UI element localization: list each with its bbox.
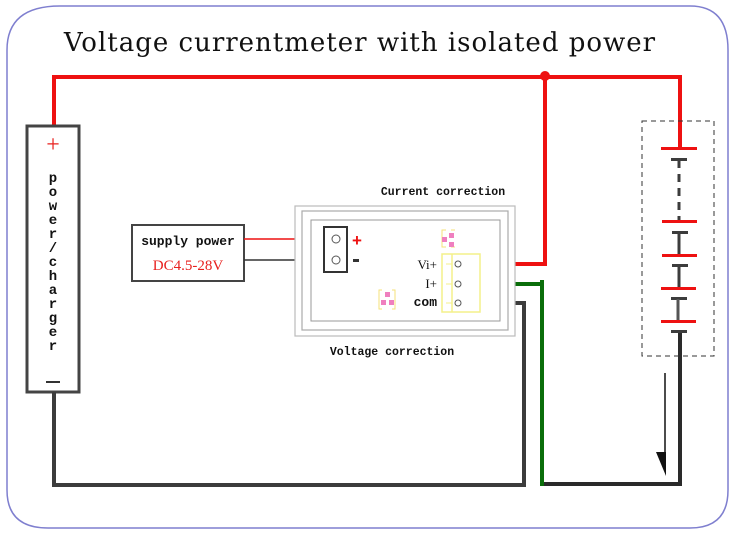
label-char: r [49,297,57,313]
junction-dot [540,71,550,81]
terminal-screw-minus [331,255,341,265]
label-char: / [49,241,57,257]
cell-positive-plate [662,220,697,223]
signal-connector [441,253,481,313]
cell-positive-plate [662,254,697,257]
label-char: w [49,199,58,215]
label-char: r [49,339,57,355]
meter-inner-frame [310,219,501,322]
terminal-screw-plus [331,234,341,244]
terminal-pin-i [454,280,462,288]
current-correction-pot[interactable] [441,229,455,248]
label-char: p [49,171,57,187]
label-char: g [49,311,57,327]
power-charger-box [25,124,81,394]
diagram-title: Voltage currentmeter with isolated power [63,28,656,58]
cell-positive-plate [661,147,697,150]
supply-voltage-label: DC4.5-28V [153,258,224,274]
terminal-minus-sign [353,259,359,262]
label-char: a [49,283,58,299]
cell-negative-plate [671,330,687,333]
power-minus-sign [46,381,60,383]
label-char: o [49,185,57,201]
cell-positive-plate [661,320,696,323]
cell-negative-plate [672,264,688,267]
power-charger-label: p o w e r / c h a r g e r [49,171,58,355]
supply-power-box [131,224,245,282]
cell-negative-plate [672,231,688,234]
cell-positive-plate [661,287,696,290]
terminal-label-i: I+ [425,276,437,291]
cell-negative-plate [671,297,687,300]
outer-frame [6,5,729,529]
battery-cells [661,147,697,333]
current-correction-label: Current correction [381,186,505,199]
terminal-plus-sign: + [352,231,362,250]
power-terminal-block [323,226,348,273]
terminal-pin-vi [454,260,462,268]
battery-pack-outline [641,120,715,357]
terminal-pin-com [454,299,462,307]
meter-middle-frame [301,210,509,331]
label-char: e [49,325,57,341]
voltage-correction-label: Voltage correction [330,346,454,359]
positive-wire-top [52,75,682,148]
current-arrow-head-icon [656,452,666,476]
battery-negative-wire [542,330,682,486]
voltage-correction-pot[interactable] [378,289,396,310]
label-char: e [49,213,57,229]
terminal-label-vi: Vi+ [417,257,437,272]
label-char: c [49,255,57,271]
label-char: h [49,269,57,285]
label-char: r [49,227,57,243]
terminal-label-com: com [414,295,438,310]
power-plus-sign: + [46,132,60,158]
supply-power-label: supply power [141,234,235,249]
cell-negative-plate [671,158,687,161]
